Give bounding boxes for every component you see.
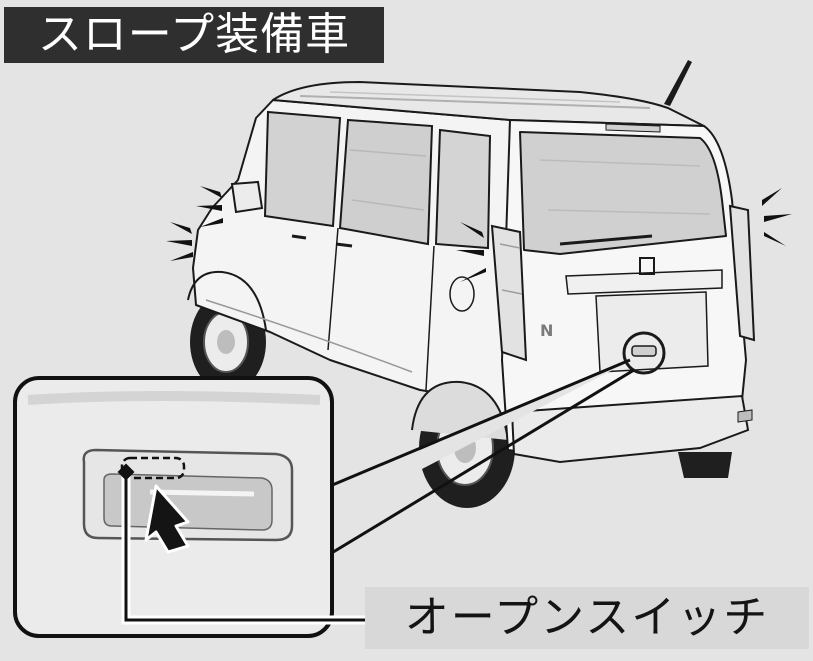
antenna [664, 60, 692, 106]
rear-right-tire [678, 452, 732, 478]
honda-emblem [639, 257, 655, 275]
rear-garnish [565, 269, 723, 295]
rear-wiper [559, 234, 653, 246]
flash-rays-icon [762, 188, 792, 246]
rear-quarter-window [434, 128, 492, 250]
flash-rays-icon [166, 222, 193, 261]
open-switch-label: オープンスイッチ [365, 587, 809, 649]
open-switch-location-marker [622, 331, 666, 375]
sliding-door-window [338, 118, 434, 246]
rear-window [519, 131, 727, 255]
right-tail-lamp [728, 204, 756, 342]
flash-rays-icon [196, 186, 223, 227]
model-emblem: N [540, 321, 553, 340]
left-tail-lamp [490, 224, 528, 362]
front-door-window [263, 110, 342, 228]
leader-line [117, 463, 368, 625]
callout-wedge [320, 362, 628, 522]
page-title: スロープ装備車 [4, 7, 384, 63]
rear-bumper [510, 394, 750, 464]
high-mount-stop-lamp [605, 123, 661, 133]
fuel-lid [449, 276, 475, 312]
side-mirror [230, 180, 264, 214]
license-plate-recess [595, 291, 709, 373]
flash-rays-icon [456, 222, 486, 282]
push-arrow-icon [144, 484, 190, 554]
